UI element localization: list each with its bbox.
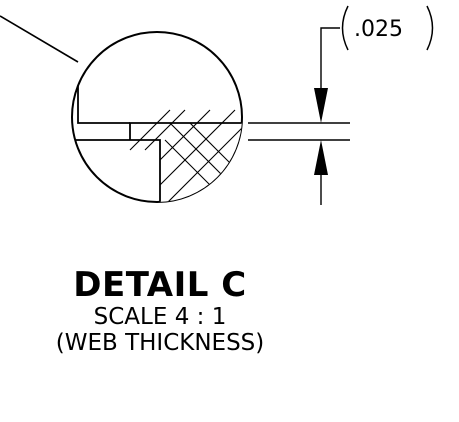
detail-leader-line [0,15,79,63]
dimension-arrow-down [314,88,328,123]
detail-circle [71,31,243,203]
detail-label: DETAIL C SCALE 4 : 1 (WEB THICKNESS) [0,268,320,355]
detail-note: (WEB THICKNESS) [55,330,265,356]
detail-drawing: .025 [0,5,434,205]
dimension-value: .025 [354,17,403,42]
dimension-paren-left [341,5,349,51]
dimension-paren-right [426,5,434,51]
detail-title: DETAIL C [73,265,247,305]
dimension-leader [320,27,340,88]
dimension-arrow-up [314,140,328,175]
detail-scale: SCALE 4 : 1 [93,304,227,330]
section-hatch [129,109,242,202]
